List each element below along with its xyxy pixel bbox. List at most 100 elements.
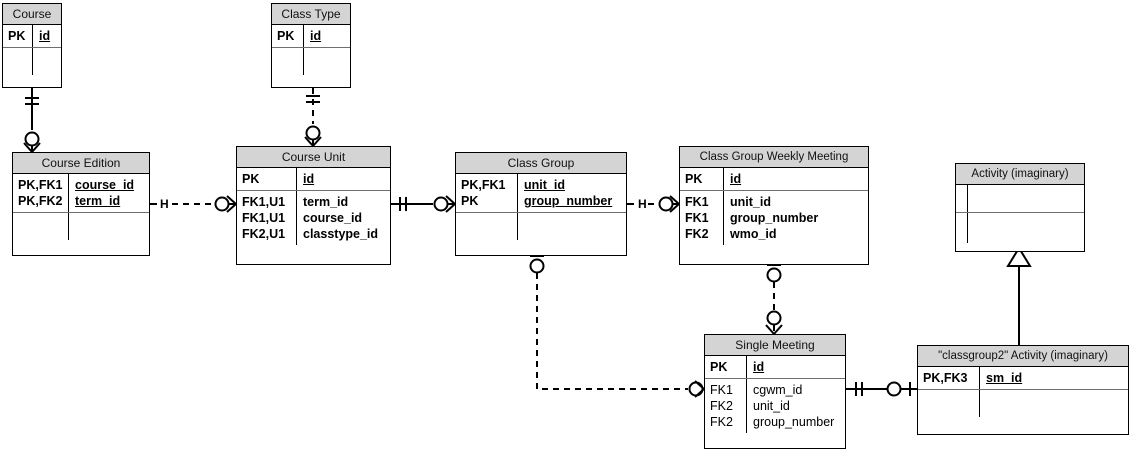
entity-section-attrs — [272, 47, 350, 75]
attribute-column: cgwm_id unit_id group_number — [747, 379, 845, 433]
attribute-label: classtype_id — [303, 227, 379, 241]
key-label: FK2 — [685, 227, 709, 241]
key-label: FK1 — [685, 195, 709, 209]
attribute-column: sm_id — [980, 367, 1128, 389]
key-label: PK — [242, 172, 260, 186]
entity-section-attrs: FK1 FK1 FK2 unit_id group_number wmo_id — [680, 190, 868, 245]
attribute-column — [980, 390, 1128, 417]
attribute-label: unit_id — [753, 399, 790, 413]
attribute-label: unit_id — [524, 178, 565, 192]
key-column: PK,FK1 PK — [456, 174, 518, 212]
entity-section-attrs — [956, 212, 1084, 243]
entity-title: Course Edition — [13, 153, 149, 174]
attribute-label: wmo_id — [730, 227, 777, 241]
attribute-column — [33, 48, 61, 75]
attribute-column: id — [33, 25, 61, 47]
entity-classgroup2-activity[interactable]: "classgroup2" Activity (imaginary) PK,FK… — [917, 345, 1129, 435]
attribute-label: group_number — [753, 415, 835, 429]
key-label: PK — [710, 360, 728, 374]
key-label: FK1,U1 — [242, 211, 286, 225]
key-column: PK — [705, 356, 747, 378]
entity-section-keys: PK,FK3 sm_id — [918, 367, 1128, 389]
attribute-label: group_number — [730, 211, 819, 225]
attribute-column: id — [724, 168, 868, 190]
entity-class-group-weekly-meeting[interactable]: Class Group Weekly Meeting PK id FK1 FK1… — [679, 146, 869, 265]
entity-course[interactable]: Course PK id — [2, 3, 62, 88]
entity-class-group[interactable]: Class Group PK,FK1 PK unit_id group_numb… — [455, 152, 627, 256]
attribute-label: cgwm_id — [753, 383, 803, 397]
key-column — [956, 213, 968, 243]
entity-section-keys: PK id — [237, 168, 390, 190]
attribute-column — [69, 213, 149, 240]
attribute-label: course_id — [75, 178, 135, 192]
attribute-label: id — [753, 360, 765, 374]
entity-title: Class Group Weekly Meeting — [680, 147, 868, 168]
key-label: PK — [8, 29, 26, 43]
entity-section-keys: PK,FK1 PK unit_id group_number — [456, 174, 626, 212]
connector-cgwm-to-single-meeting — [765, 264, 783, 335]
attribute-label: term_id — [303, 195, 349, 209]
key-column: PK,FK3 — [918, 367, 980, 389]
entity-section-keys: PK id — [705, 356, 845, 378]
key-label: PK — [277, 29, 295, 43]
entity-section-keys: PK id — [3, 25, 61, 47]
attribute-column: term_id course_id classtype_id — [297, 191, 390, 245]
key-label: FK1,U1 — [242, 195, 286, 209]
entity-section-keys: PK id — [680, 168, 868, 190]
connector-class-type-to-course-unit — [304, 88, 322, 147]
entity-title: Activity (imaginary) — [956, 164, 1084, 185]
attribute-column: course_id term_id — [69, 174, 149, 212]
key-column — [956, 185, 968, 212]
key-column: PK — [3, 25, 33, 47]
attribute-label: id — [310, 29, 322, 43]
connector-classgroup2-generalizes-activity — [1006, 246, 1032, 345]
entity-course-unit[interactable]: Course Unit PK id FK1,U1 FK1,U1 FK2,U1 t… — [236, 146, 391, 265]
key-column: FK1,U1 FK1,U1 FK2,U1 — [237, 191, 297, 245]
entity-section-attrs — [3, 47, 61, 75]
key-column — [456, 213, 518, 240]
entity-section-attrs — [13, 212, 149, 240]
relationship-label-course-edition-unit: H — [160, 197, 169, 211]
entity-activity-imaginary[interactable]: Activity (imaginary) — [955, 163, 1085, 252]
entity-title: Class Type — [272, 4, 350, 25]
attribute-column — [968, 213, 1084, 243]
entity-title: Single Meeting — [705, 335, 845, 356]
attribute-column: unit_id group_number wmo_id — [724, 191, 868, 245]
key-label: PK,FK1 — [18, 178, 63, 192]
connector-single-meeting-to-classgroup2 — [846, 381, 917, 397]
entity-title: Course Unit — [237, 147, 390, 168]
entity-title: Course — [3, 4, 61, 25]
entity-title: "classgroup2" Activity (imaginary) — [918, 346, 1128, 367]
entity-single-meeting[interactable]: Single Meeting PK id FK1 FK2 FK2 cgwm_id… — [704, 334, 846, 449]
entity-section-keys — [956, 185, 1084, 212]
key-column — [3, 48, 33, 75]
key-column: PK — [272, 25, 304, 47]
key-label: FK1 — [685, 211, 709, 225]
key-label: FK2,U1 — [242, 227, 286, 241]
attribute-column: id — [297, 168, 390, 190]
attribute-label: term_id — [75, 194, 121, 208]
entity-class-type[interactable]: Class Type PK id — [271, 3, 351, 88]
entity-section-attrs: FK1 FK2 FK2 cgwm_id unit_id group_number — [705, 378, 845, 433]
attribute-column: id — [304, 25, 350, 47]
key-column: PK — [680, 168, 724, 190]
connector-class-group-to-cgwm — [627, 195, 680, 213]
entity-course-edition[interactable]: Course Edition PK,FK1 PK,FK2 course_id t… — [12, 152, 150, 256]
key-column: FK1 FK2 FK2 — [705, 379, 747, 433]
entity-section-keys: PK id — [272, 25, 350, 47]
connector-course-unit-to-class-group — [391, 195, 456, 213]
key-column: FK1 FK1 FK2 — [680, 191, 724, 245]
attribute-label: id — [730, 172, 742, 186]
connector-class-group-to-single-meeting — [529, 255, 705, 398]
attribute-label: id — [39, 29, 51, 43]
entity-section-attrs — [456, 212, 626, 240]
attribute-label: course_id — [303, 211, 363, 225]
key-label: PK — [461, 194, 479, 208]
attribute-label: sm_id — [986, 371, 1023, 385]
key-label: FK1 — [710, 383, 733, 397]
attribute-column: unit_id group_number — [518, 174, 626, 212]
key-column: PK — [237, 168, 297, 190]
key-label: FK2 — [710, 399, 733, 413]
relationship-label-classgroup-cgwm: H — [638, 197, 647, 211]
